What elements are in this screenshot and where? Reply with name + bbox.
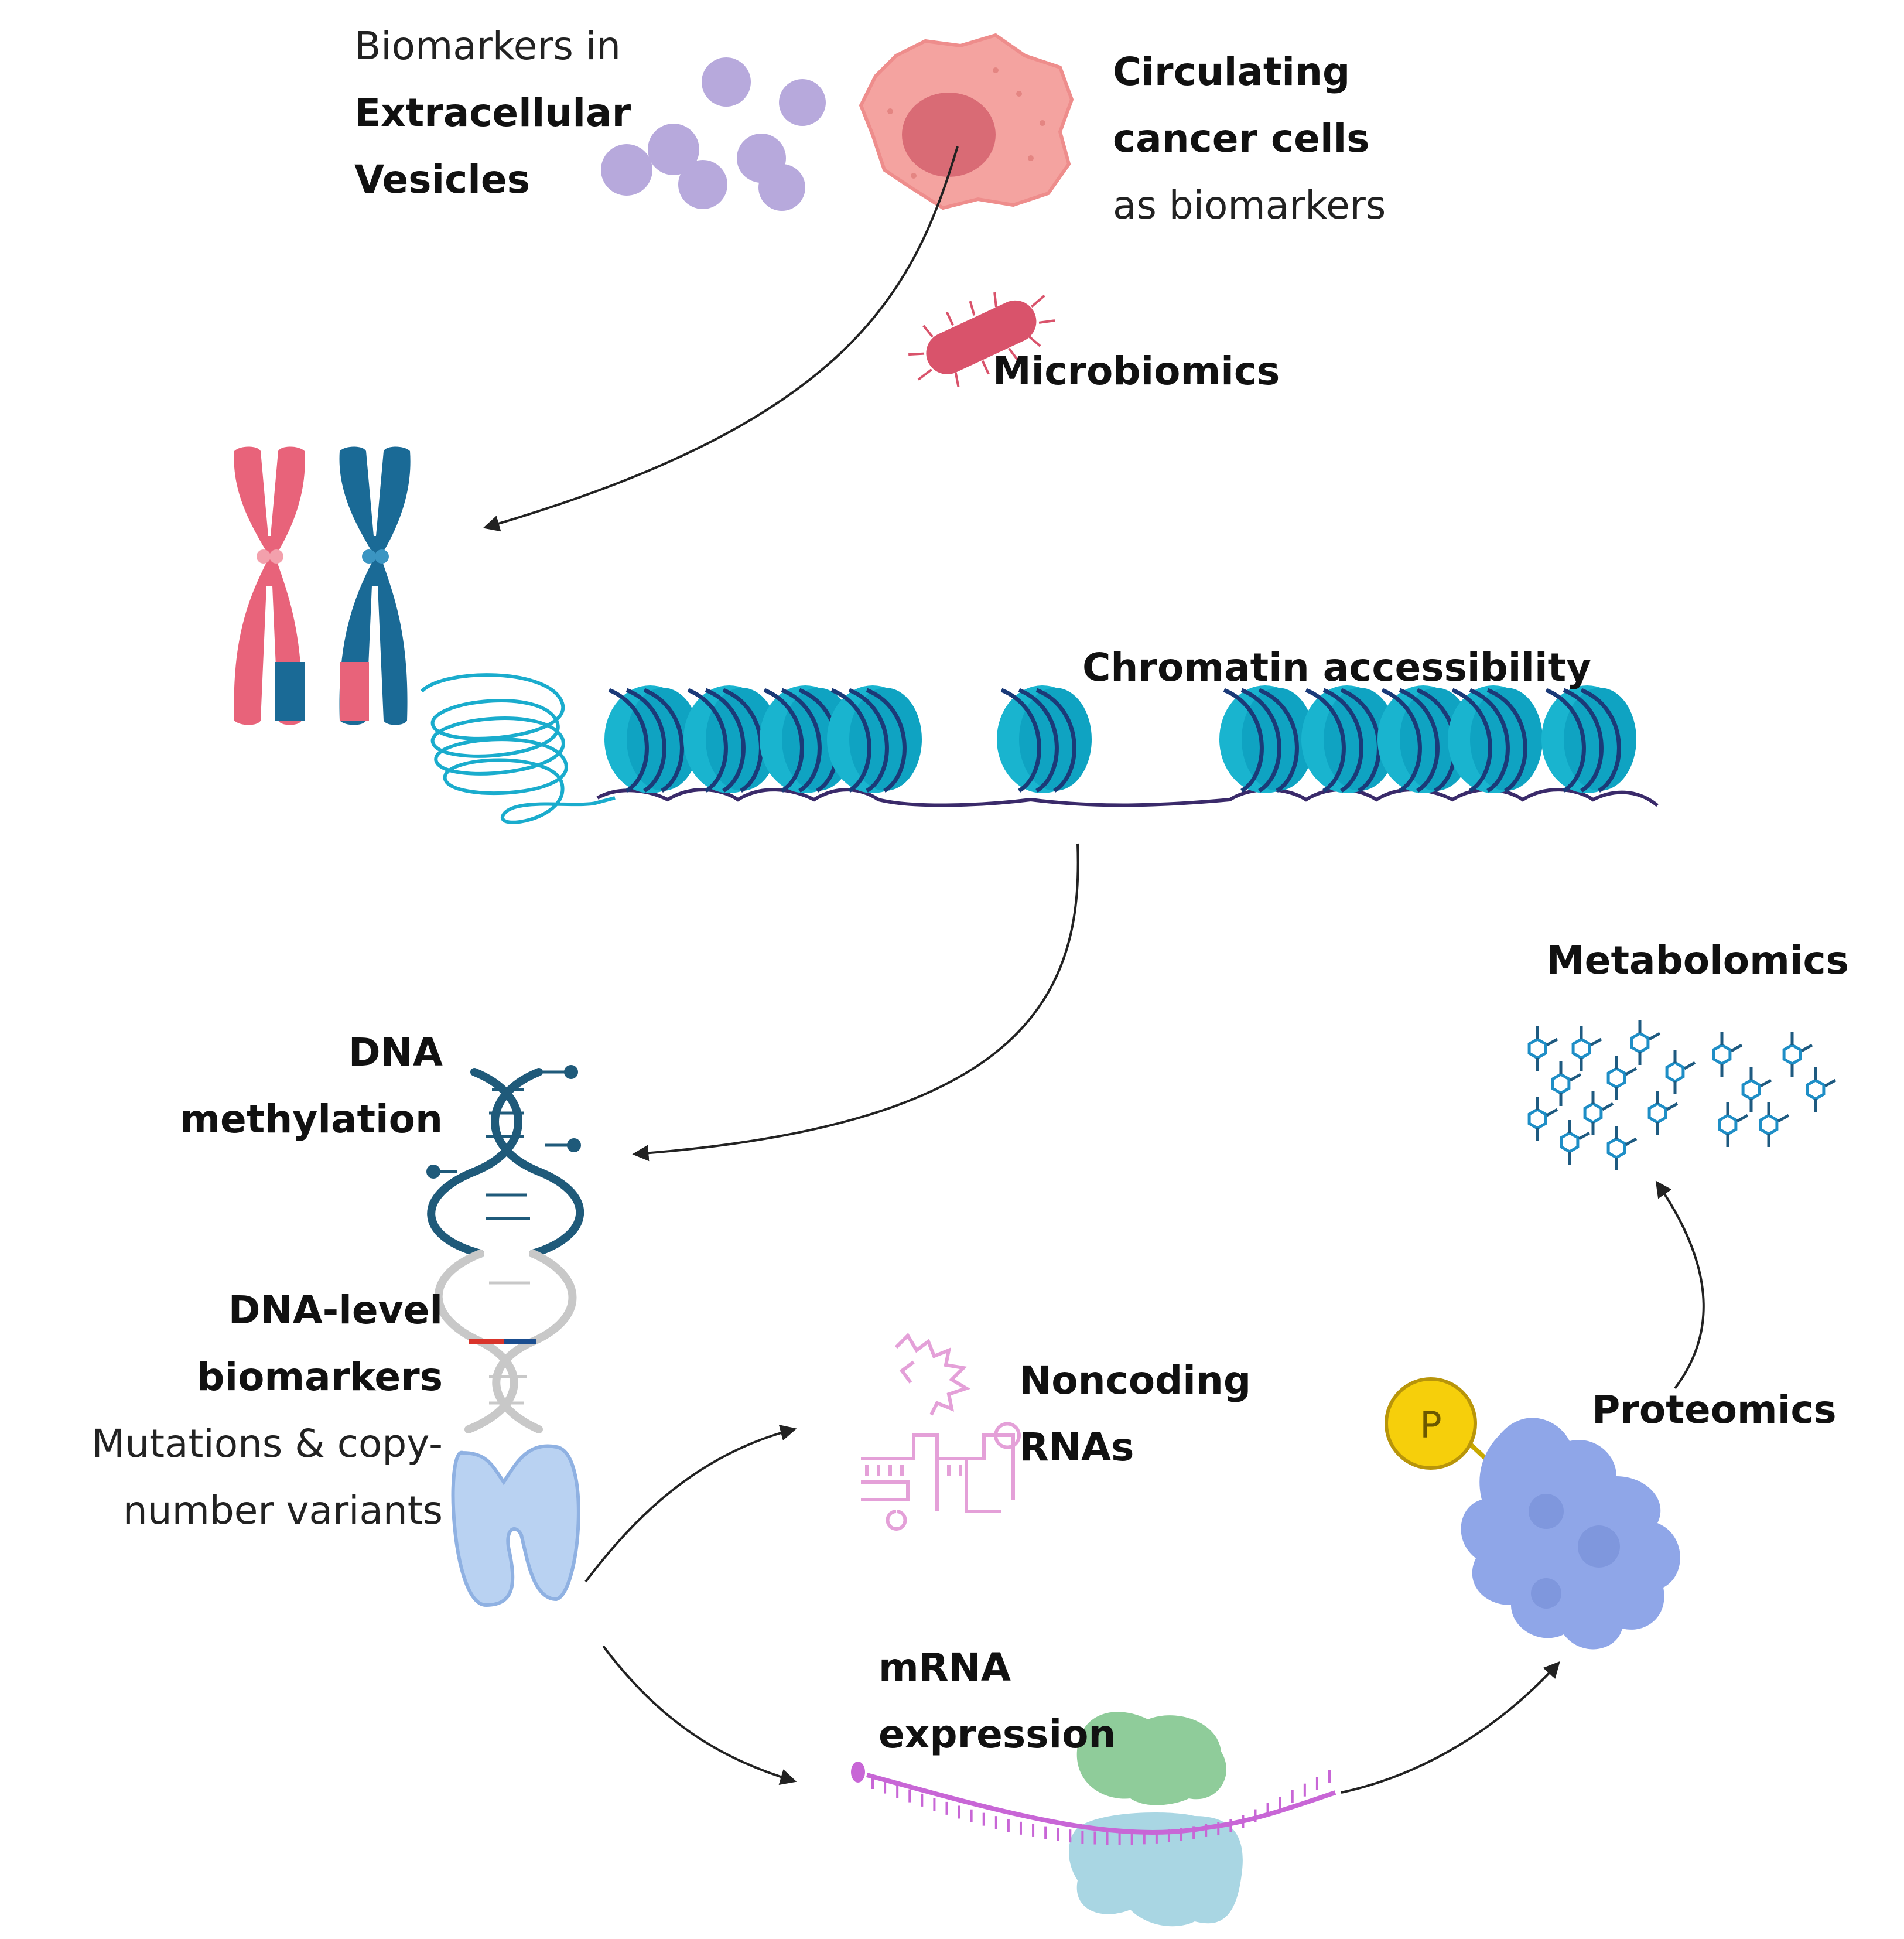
nucleosome-array bbox=[604, 685, 1636, 793]
ev-label-line1: Biomarkers in bbox=[354, 23, 621, 69]
metabolite-ring bbox=[1527, 1037, 1547, 1060]
chromatin-coil-icon bbox=[420, 673, 616, 824]
arrows bbox=[483, 146, 1705, 1794]
phosphate-icon: P bbox=[1385, 1377, 1477, 1470]
bacterium-icon bbox=[908, 292, 1055, 387]
ev-label-line3: Vesicles bbox=[354, 157, 530, 202]
dna-helix-icon bbox=[426, 1065, 584, 1607]
arrow-to-noncoding bbox=[584, 1425, 797, 1583]
metabolite-ring bbox=[1712, 1043, 1732, 1066]
metabolite-ring bbox=[1583, 1102, 1603, 1124]
metabolite-ring bbox=[1606, 1137, 1626, 1159]
metabolite-ring bbox=[1718, 1114, 1738, 1136]
phosphate-label: P bbox=[1420, 1404, 1441, 1446]
nucleosome bbox=[827, 685, 922, 793]
metabolite-ring bbox=[1551, 1073, 1571, 1095]
dna-level-label-line4: number variants bbox=[122, 1488, 443, 1533]
arrow-chromatin-to-dna bbox=[632, 843, 1079, 1162]
metabolomics-label: Metabolomics bbox=[1546, 938, 1849, 983]
ctc-label-line2: cancer cells bbox=[1113, 116, 1370, 161]
metabolite-ring bbox=[1782, 1043, 1802, 1066]
nucleosome bbox=[997, 685, 1092, 793]
chromatin-label: Chromatin accessibility bbox=[1082, 645, 1592, 690]
arrow-to-protein bbox=[1341, 1661, 1560, 1794]
nucleosome bbox=[1448, 685, 1543, 793]
ctc-label-line3: as biomarkers bbox=[1113, 183, 1386, 228]
metabolite-ring bbox=[1806, 1078, 1826, 1101]
metabolite-ring bbox=[1741, 1078, 1761, 1101]
metabolite-ring bbox=[1630, 1032, 1650, 1054]
metabolite-ring bbox=[1647, 1102, 1667, 1124]
dna-level-label-line3: Mutations & copy- bbox=[91, 1421, 443, 1466]
noncoding-label-line2: RNAs bbox=[1019, 1425, 1134, 1470]
linker-dna bbox=[596, 788, 1659, 807]
metabolite-ring bbox=[1527, 1108, 1547, 1130]
noncoding-label-line1: Noncoding bbox=[1019, 1358, 1252, 1403]
metabolite-ring bbox=[1571, 1037, 1591, 1060]
dna-methylation-label-line1: DNA bbox=[348, 1030, 443, 1075]
mrna-label-line1: mRNA bbox=[878, 1645, 1011, 1690]
metabolite-ring bbox=[1665, 1061, 1685, 1083]
metabolite-ring bbox=[1606, 1067, 1626, 1089]
arrow-to-metabolites bbox=[1655, 1180, 1705, 1390]
protein-icon bbox=[1427, 1404, 1680, 1650]
arrow-to-mrna bbox=[602, 1645, 797, 1786]
noncoding-rna-icon bbox=[861, 1333, 1021, 1531]
dna-level-label-line2: biomarkers bbox=[197, 1354, 443, 1399]
proteomics-label: Proteomics bbox=[1592, 1387, 1837, 1432]
ev-label-line2: Extracellular bbox=[354, 90, 631, 135]
nucleosome bbox=[1541, 685, 1636, 793]
metabolite-icon bbox=[1527, 1020, 1837, 1170]
ctc-label-line1: Circulating bbox=[1113, 49, 1351, 94]
arrow-cell-to-chromosome bbox=[483, 146, 959, 532]
nucleosome bbox=[604, 685, 699, 793]
dna-level-label-line1: DNA-level bbox=[228, 1288, 443, 1333]
mrna-label-line2: expression bbox=[878, 1712, 1116, 1757]
mrna-strand bbox=[851, 1762, 1336, 1845]
chromosome-icon bbox=[234, 446, 411, 725]
nucleosome bbox=[1219, 685, 1314, 793]
metabolite-ring bbox=[1759, 1114, 1779, 1136]
cancer-cell-icon bbox=[859, 33, 1074, 210]
extracellular-vesicles-icon bbox=[601, 57, 826, 211]
metabolite-ring bbox=[1560, 1131, 1580, 1153]
ribosome-icon bbox=[1069, 1712, 1243, 1927]
dna-methylation-label-line2: methylation bbox=[180, 1097, 443, 1142]
microbiomics-label: Microbiomics bbox=[993, 349, 1280, 394]
